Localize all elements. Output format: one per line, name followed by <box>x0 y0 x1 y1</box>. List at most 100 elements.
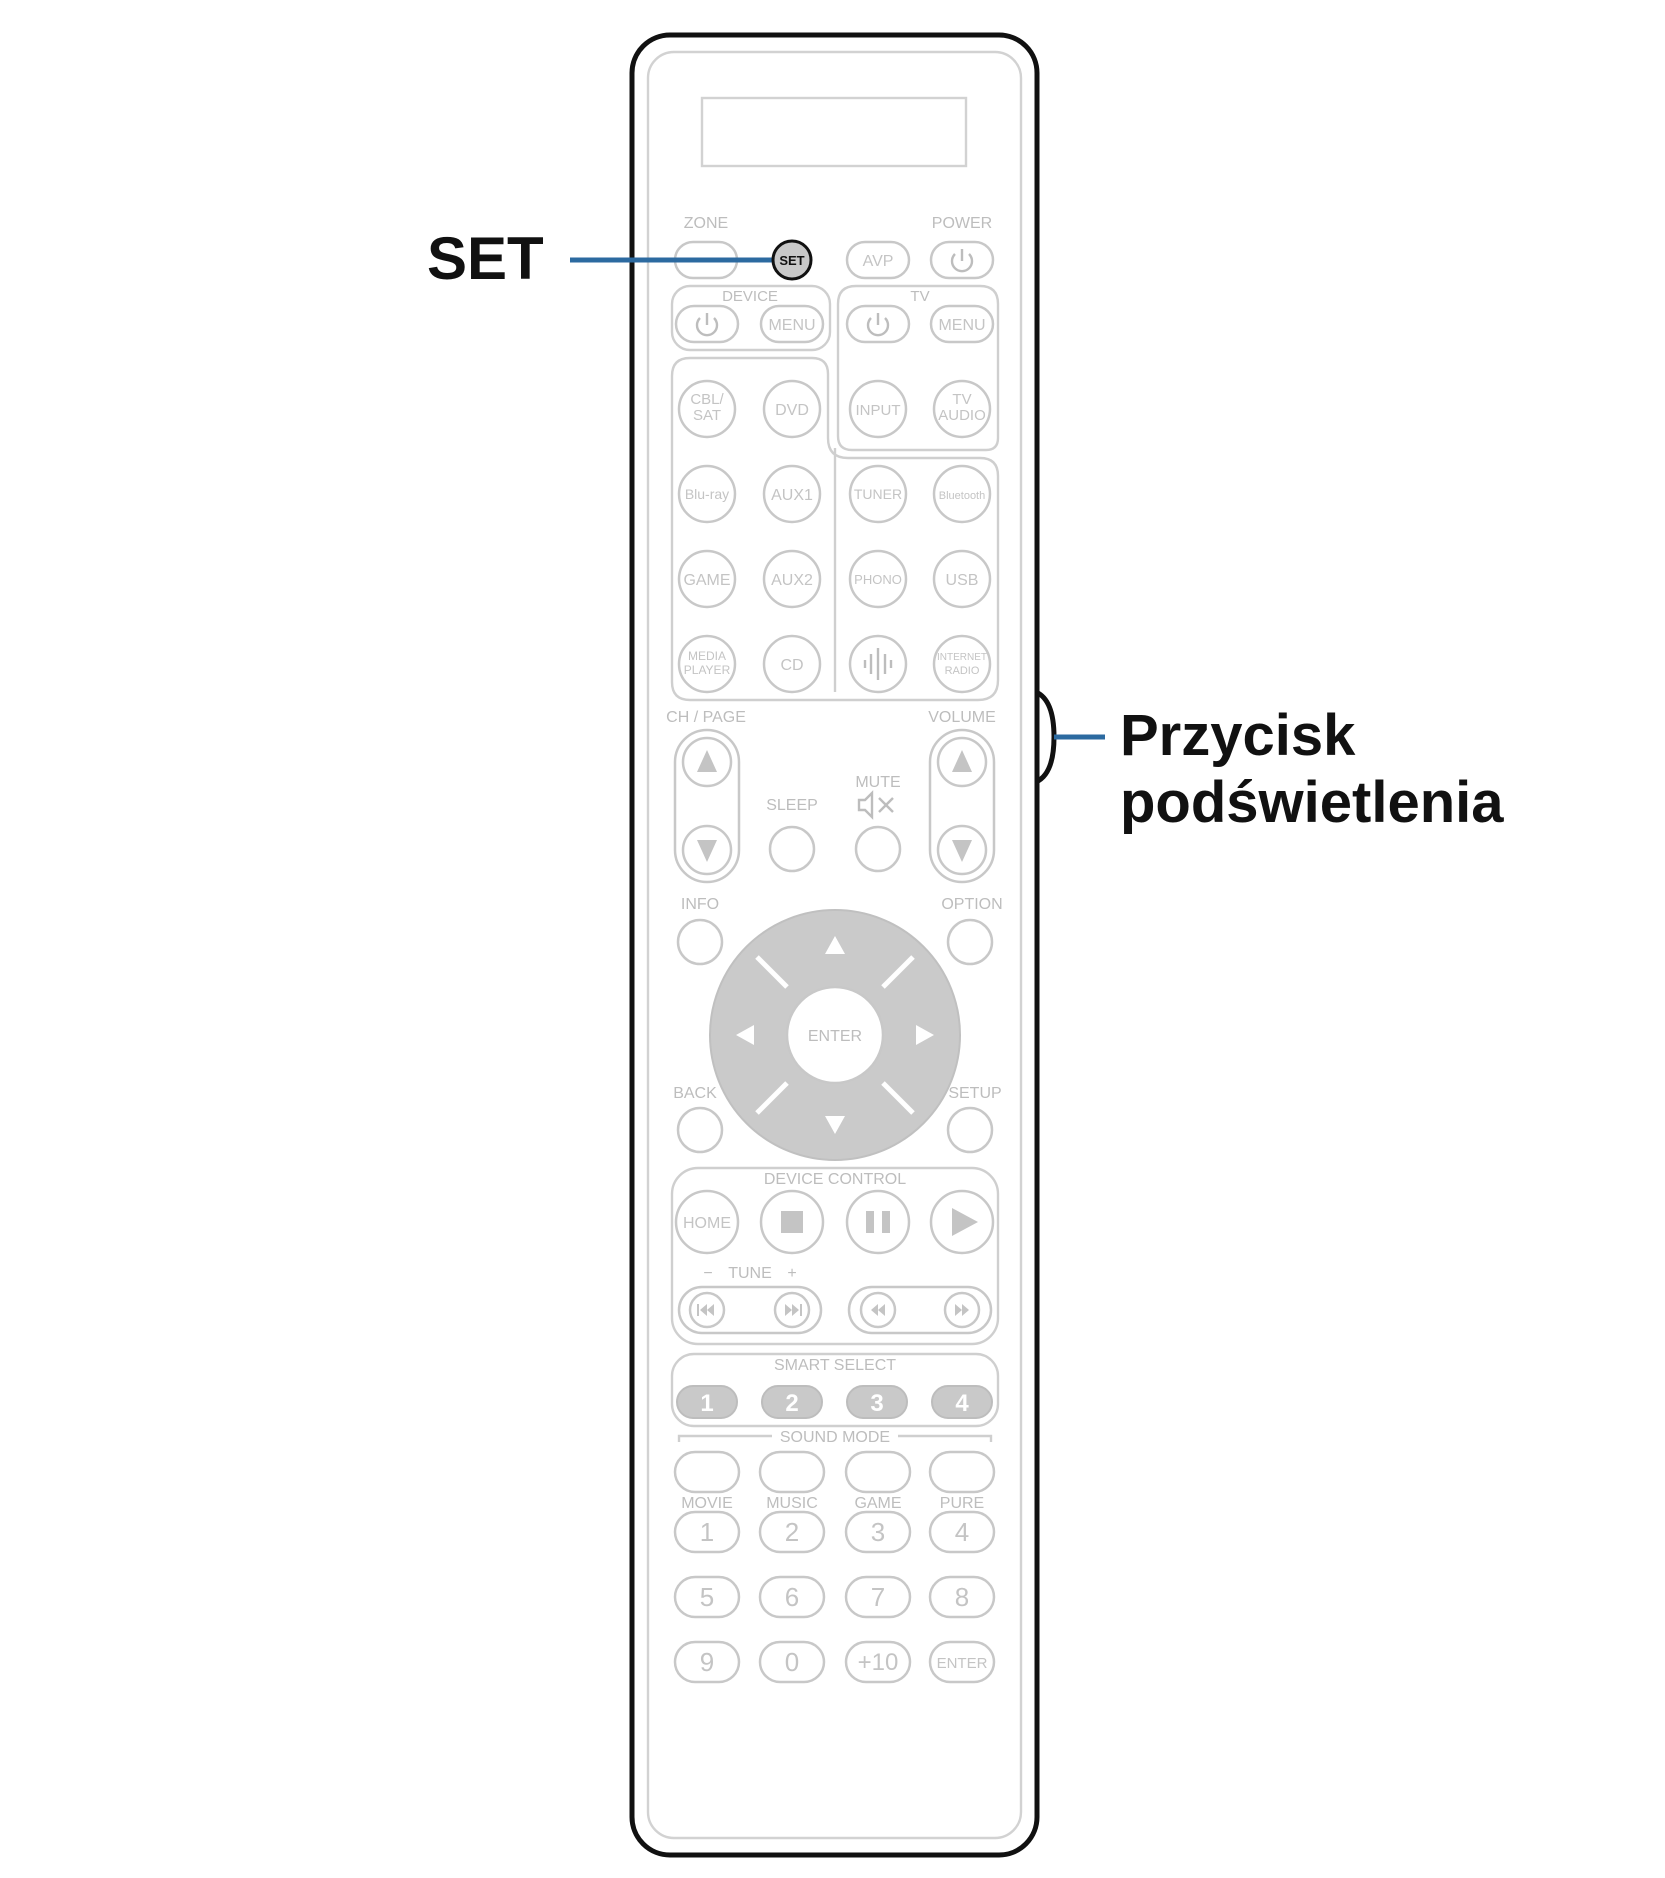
heos-icon <box>863 648 893 680</box>
game-button[interactable] <box>677 549 737 609</box>
key-5[interactable] <box>673 1575 741 1619</box>
remote-inner-outline <box>646 50 1023 1840</box>
key-1[interactable] <box>673 1510 741 1554</box>
cd-label: CD <box>780 657 803 674</box>
key-3[interactable] <box>844 1510 912 1554</box>
setup-button[interactable] <box>946 1106 994 1154</box>
device-control-label: DEVICE CONTROL <box>764 1171 906 1188</box>
device-group <box>670 284 832 352</box>
key-8[interactable] <box>928 1575 996 1619</box>
mute-label: MUTE <box>855 774 900 791</box>
key-2-label: 2 <box>785 1517 799 1547</box>
setup-label: SETUP <box>948 1085 1001 1102</box>
sound-mode-game-button[interactable] <box>844 1450 912 1494</box>
info-button[interactable] <box>676 918 724 966</box>
cursor-right-icon[interactable] <box>916 1025 934 1045</box>
tv-audio-label-2: AUDIO <box>938 407 986 424</box>
pause-button[interactable] <box>845 1189 911 1255</box>
backlight-callout-label-line1: Przycisk <box>1120 703 1356 768</box>
set-callout-label: SET <box>427 225 544 292</box>
key-6[interactable] <box>758 1575 826 1619</box>
cursor-pad-dividers <box>755 955 915 1115</box>
tuner-button[interactable] <box>848 464 908 524</box>
zone-label: ZONE <box>684 215 728 232</box>
key-4[interactable] <box>928 1510 996 1554</box>
bluray-button[interactable] <box>677 464 737 524</box>
enter-button[interactable] <box>785 985 885 1085</box>
aux2-button[interactable] <box>762 549 822 609</box>
smart-select-3-button[interactable] <box>846 1385 908 1419</box>
power-label: POWER <box>932 215 992 232</box>
smart-select-buttons <box>676 1385 993 1419</box>
avp-button[interactable] <box>845 240 911 280</box>
sound-mode-buttons <box>673 1450 996 1494</box>
cd-button[interactable] <box>762 634 822 694</box>
tv-audio-button[interactable] <box>932 379 992 439</box>
key-8-label: 8 <box>955 1582 969 1612</box>
bluetooth-button[interactable] <box>932 464 992 524</box>
tv-power-icon <box>866 313 890 337</box>
phono-button[interactable] <box>848 549 908 609</box>
tv-audio-label-1: TV <box>952 391 971 408</box>
back-label: BACK <box>673 1085 717 1102</box>
dvd-button[interactable] <box>762 379 822 439</box>
key-6-label: 6 <box>785 1582 799 1612</box>
key-plus-10[interactable] <box>844 1640 912 1684</box>
number-keypad <box>673 1510 996 1684</box>
smart-select-2-button[interactable] <box>761 1385 823 1419</box>
cbl-sat-label-2: SAT <box>693 407 721 424</box>
home-button[interactable] <box>674 1189 740 1255</box>
media-player-button[interactable] <box>677 634 737 694</box>
tv-menu-button[interactable] <box>929 304 995 344</box>
tv-source-group <box>836 284 1000 452</box>
mute-icon <box>857 790 894 820</box>
set-button-label: SET <box>779 253 804 268</box>
number-key-labels: 1 2 3 4 5 6 7 8 9 0 +10 ENTER <box>700 1517 988 1677</box>
key-2[interactable] <box>758 1510 826 1554</box>
source-labels: CBL/ SAT DVD INPUT TV AUDIO Blu-ray AUX1… <box>683 391 987 677</box>
option-label: OPTION <box>941 896 1002 913</box>
back-button[interactable] <box>676 1106 724 1154</box>
music-label: MUSIC <box>766 1495 818 1512</box>
smart-select-1-button[interactable] <box>676 1385 738 1419</box>
play-icon <box>952 1208 978 1236</box>
cursor-left-icon[interactable] <box>736 1025 754 1045</box>
sound-mode-movie-button[interactable] <box>673 1450 741 1494</box>
source-buttons <box>677 379 992 694</box>
smart-select-numbers: 1 2 3 4 <box>700 1390 969 1417</box>
sleep-button[interactable] <box>768 825 816 873</box>
volume-label: VOLUME <box>928 709 996 726</box>
tv-input-button[interactable] <box>848 379 908 439</box>
key-7[interactable] <box>844 1575 912 1619</box>
device-menu-button[interactable] <box>759 304 825 344</box>
smart-select-4-button[interactable] <box>931 1385 993 1419</box>
info-label: INFO <box>681 896 719 913</box>
cursor-up-icon[interactable] <box>825 936 845 954</box>
device-power-icon <box>695 313 719 337</box>
sound-mode-music-button[interactable] <box>758 1450 826 1494</box>
option-button[interactable] <box>946 918 994 966</box>
set-button[interactable] <box>771 239 813 281</box>
cbl-sat-button[interactable] <box>677 379 737 439</box>
tuner-label: TUNER <box>854 486 902 502</box>
usb-button[interactable] <box>932 549 992 609</box>
key-enter[interactable] <box>928 1640 996 1684</box>
media-player-label-1: MEDIA <box>688 649 726 663</box>
internet-radio-button[interactable] <box>932 634 992 694</box>
display-window <box>700 96 968 168</box>
cursor-down-icon[interactable] <box>825 1116 845 1134</box>
key-9[interactable] <box>673 1640 741 1684</box>
internet-radio-label-2: RADIO <box>945 665 980 677</box>
tune-plus-label: + <box>787 1265 796 1282</box>
power-icon <box>950 249 974 273</box>
smart-select-3-label: 3 <box>870 1390 883 1417</box>
key-0[interactable] <box>758 1640 826 1684</box>
aux1-button[interactable] <box>762 464 822 524</box>
sound-mode-pure-button[interactable] <box>928 1450 996 1494</box>
key-enter-label: ENTER <box>937 1655 988 1672</box>
mute-button[interactable] <box>854 825 902 873</box>
smart-select-4-label: 4 <box>955 1390 969 1417</box>
device-menu-label: MENU <box>768 317 815 334</box>
sound-mode-bracket <box>677 1434 993 1442</box>
